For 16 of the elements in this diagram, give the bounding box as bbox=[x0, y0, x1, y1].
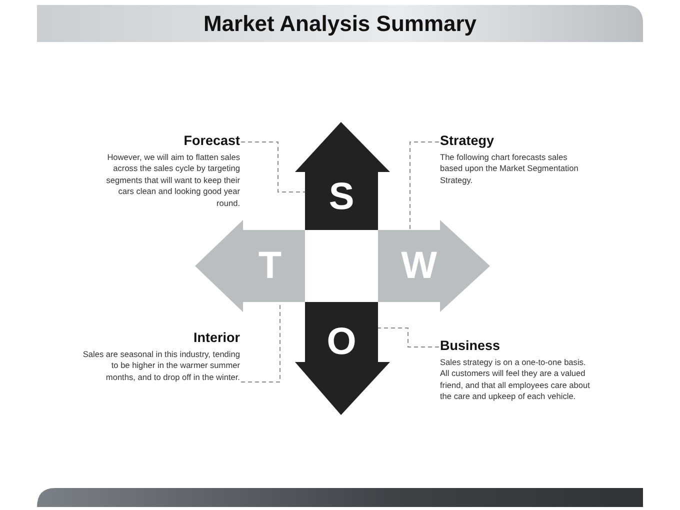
section-text: However, we will aim to flatten sales across the sales cycle by targeting segments that will want to keep their cars clean and looking good year round. bbox=[105, 152, 240, 210]
leader-line bbox=[240, 142, 306, 192]
section-text: Sales strategy is on a one-to-one basis. All customers will feel they are a valued friend, and that all employees care about the care and upkeep of each vehicle. bbox=[440, 357, 590, 403]
swot-letter: T bbox=[257, 246, 283, 286]
section-heading: Business bbox=[440, 338, 502, 353]
leader-line bbox=[410, 142, 440, 230]
swot-letter: W bbox=[400, 246, 438, 286]
section-text: Sales are seasonal in this industry, tending to be higher in the warmer summer months, and to drop off in the winter. bbox=[82, 349, 240, 384]
swot-letter: O bbox=[326, 322, 358, 362]
section-text: The following chart forecasts sales based upon the Market Segmentation Strategy. bbox=[440, 152, 580, 186]
section-heading: Interior bbox=[192, 330, 240, 345]
section-heading: Forecast bbox=[182, 133, 240, 148]
swot-letter: S bbox=[328, 177, 356, 217]
section-heading: Strategy bbox=[440, 133, 496, 148]
title: Market Analysis Summary bbox=[202, 10, 478, 38]
leader-line bbox=[378, 328, 440, 348]
